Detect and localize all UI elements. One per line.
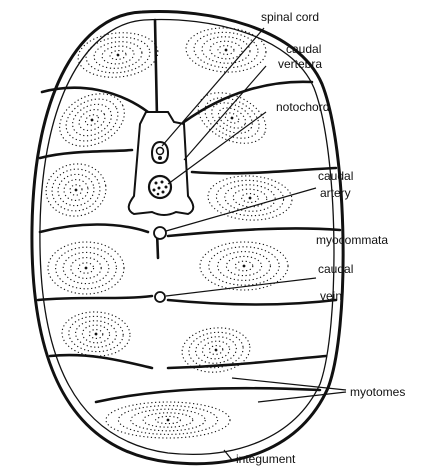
label-caudal-artery-1: caudal	[318, 169, 353, 183]
pointer-spinal-cord	[162, 28, 264, 146]
label-integument: integument	[236, 452, 296, 466]
caudal-vein	[155, 292, 165, 302]
bottom-septum	[96, 388, 320, 402]
right-septum-2	[192, 168, 336, 173]
label-caudal-artery-2: artery	[320, 186, 351, 200]
myotome-center	[249, 197, 252, 200]
myotome-11	[106, 402, 230, 438]
myotome-4	[190, 83, 274, 154]
pointer-caudal-vein	[166, 278, 316, 296]
label-spinal-cord: spinal cord	[261, 10, 319, 24]
label-notochord: notochord	[276, 100, 329, 114]
right-septum-4	[168, 300, 336, 305]
caudal-artery	[154, 227, 166, 239]
left-septum-5	[50, 355, 152, 368]
label-caudal-vertebra-1: caudal	[286, 42, 321, 56]
pointer-myotomes-2	[258, 392, 346, 402]
myotome-center	[85, 267, 88, 270]
spinal-cord	[152, 142, 168, 163]
spinal-cord-canal-2	[158, 156, 162, 160]
myotome-center	[116, 53, 119, 56]
vertical-septum	[155, 20, 157, 118]
myotome-center	[95, 333, 98, 336]
myotome-center	[90, 118, 94, 122]
label-myotomes: myotomes	[350, 385, 405, 399]
myotome-center	[214, 348, 217, 351]
left-septum-2	[40, 150, 132, 158]
myotome-7	[48, 242, 124, 294]
left-septum-3	[40, 225, 148, 233]
myotome-2	[185, 26, 267, 74]
myotome-center	[74, 188, 77, 191]
myotome-center	[243, 265, 246, 268]
myotome-5	[42, 160, 109, 220]
label-caudal-vein-1: caudal	[318, 262, 353, 276]
left-septum-4	[38, 296, 152, 300]
label-caudal-vertebra-2: vertebra	[278, 57, 322, 71]
myotome-center	[225, 49, 228, 52]
myotome-center	[230, 116, 234, 120]
label-caudal-vein-2: vein	[320, 289, 342, 303]
myotome-9	[61, 310, 131, 357]
myotome-center	[167, 419, 170, 422]
notochord	[149, 176, 171, 198]
right-septum-3	[168, 228, 340, 236]
label-myocommata: myocommata	[316, 233, 388, 247]
body-outline	[32, 12, 343, 464]
integument-outer	[32, 12, 343, 464]
